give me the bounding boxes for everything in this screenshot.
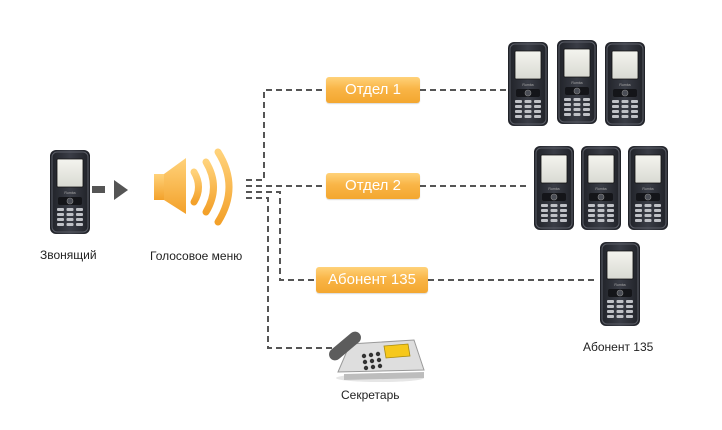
branch-dept2[interactable]: Отдел 2: [326, 173, 420, 199]
dept2-phones: [533, 145, 669, 231]
branch-dept1[interactable]: Отдел 1: [326, 77, 420, 103]
branch-subscriber[interactable]: Абонент 135: [316, 267, 428, 293]
subscriber-phone-label: Абонент 135: [583, 340, 654, 354]
dept1-phone-icon: [556, 39, 598, 125]
line-to-dept1: [246, 89, 326, 181]
speaker-icon: [154, 148, 233, 226]
line-to-secretary: [246, 197, 348, 349]
subscriber-phone-icon: [599, 241, 641, 327]
dept2-phone-icon: [627, 145, 669, 231]
dept1-phones: [507, 39, 646, 127]
desk-phone-icon: [329, 331, 425, 382]
dept1-phone-icon: [604, 41, 646, 127]
connection-lines: [246, 89, 596, 349]
caller-label: Звонящий: [40, 248, 97, 262]
voice-menu-label: Голосовое меню: [150, 249, 243, 263]
line-to-subscriber: [246, 191, 316, 281]
caller-phone-icon: [49, 149, 91, 235]
dept2-phone-icon: [580, 145, 622, 231]
secretary-label: Секретарь: [341, 388, 400, 402]
arrow-right-icon: [92, 180, 128, 200]
dept2-phone-icon: [533, 145, 575, 231]
dept1-phone-icon: [507, 41, 549, 127]
